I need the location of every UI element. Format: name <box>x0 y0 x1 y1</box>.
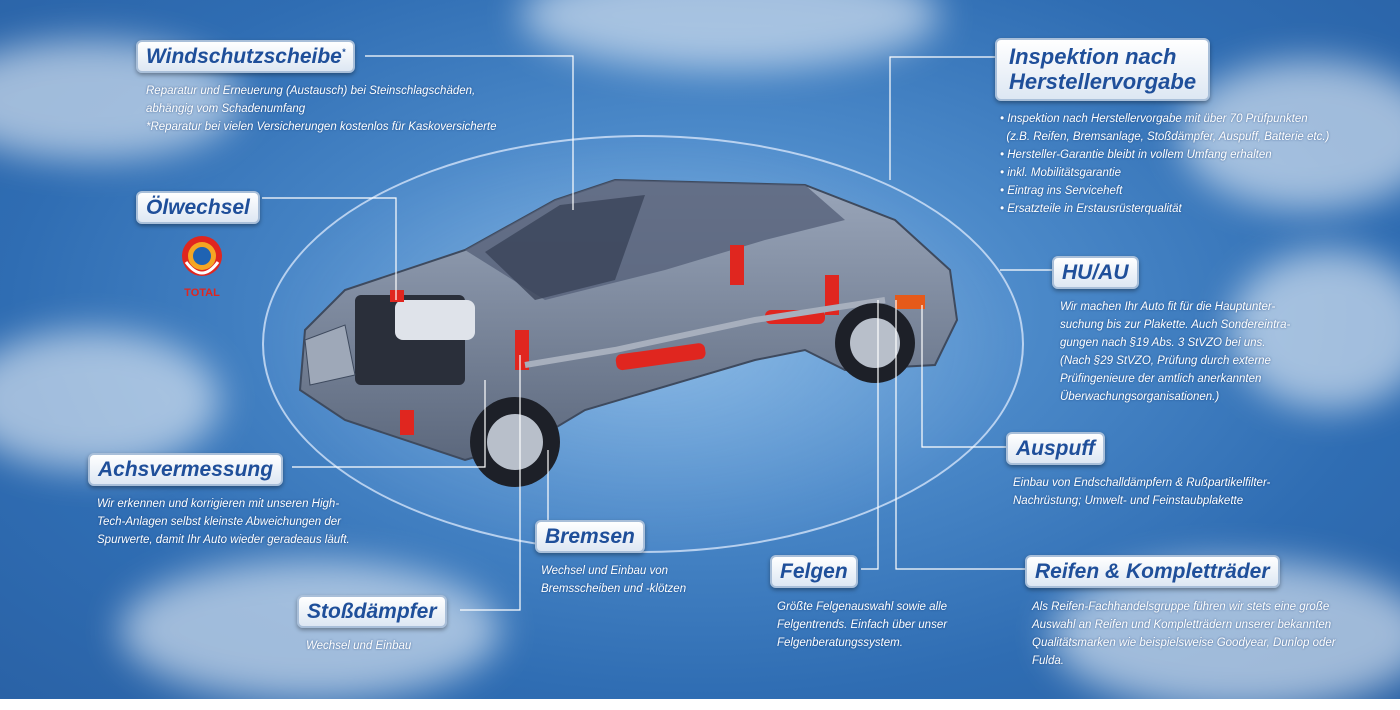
desc-line: (Nach §29 StVZO, Prüfung durch externe <box>1060 355 1271 367</box>
label-title: HU/AU <box>1062 261 1129 284</box>
label-auspuff: Auspuff <box>1006 432 1105 465</box>
desc-line: Reparatur und Erneuerung (Austausch) bei… <box>146 85 476 97</box>
desc-stossdaempfer: Wechsel und Einbau <box>306 637 411 655</box>
desc-line: Überwachungsorganisationen.) <box>1060 391 1220 403</box>
cloud <box>1230 250 1400 410</box>
desc-line: • inkl. Mobilitätsgarantie <box>1000 167 1121 179</box>
desc-line: Bremsscheiben und -klötzen <box>541 583 687 595</box>
label-felgen: Felgen <box>770 555 858 588</box>
desc-line: Als Reifen-Fachhandelsgruppe führen wir … <box>1032 601 1330 613</box>
desc-line: Qualitätsmarken wie beispielsweise Goody… <box>1032 637 1336 649</box>
desc-line: Wechsel und Einbau von <box>541 565 669 577</box>
desc-line: Felgentrends. Einfach über unser <box>777 619 948 631</box>
label-title: Reifen & Kompletträder <box>1035 560 1270 583</box>
desc-line: Tech-Anlagen selbst kleinste Abweichunge… <box>97 516 341 528</box>
label-oelwechsel: Ölwechsel <box>136 191 260 224</box>
label-bremsen: Bremsen <box>535 520 645 553</box>
label-windschutzscheibe: Windschutzscheibe* <box>136 40 356 73</box>
label-title-line: Inspektion nach <box>1009 44 1177 69</box>
desc-hu-au: Wir machen Ihr Auto fit für die Hauptunt… <box>1060 298 1290 406</box>
desc-line: Auswahl an Reifen und Kompletträdern uns… <box>1032 619 1332 631</box>
desc-line: • Inspektion nach Herstellervorgabe mit … <box>1000 113 1308 125</box>
desc-line: Wir machen Ihr Auto fit für die Hauptunt… <box>1060 301 1276 313</box>
desc-line: Wir erkennen und korrigieren mit unseren… <box>97 498 340 510</box>
label-title-line: Herstellervorgabe <box>1009 69 1197 95</box>
label-title: Felgen <box>780 560 848 583</box>
label-title: Stoßdämpfer <box>307 600 437 623</box>
label-title: Ölwechsel <box>146 196 250 219</box>
desc-line: suchung bis zur Plakette. Auch Sonderein… <box>1060 319 1291 331</box>
label-title: Achsvermessung <box>98 458 274 481</box>
total-logo: TOTAL <box>182 236 222 299</box>
desc-line: • Eintrag ins Serviceheft <box>1000 185 1123 197</box>
desc-line: • Ersatzteile in Erstausrüsterqualität <box>1000 203 1182 215</box>
label-title: Bremsen <box>545 525 635 548</box>
label-title: Windschutzscheibe <box>146 45 342 68</box>
label-hu-au: HU/AU <box>1052 256 1139 289</box>
desc-inspektion: • Inspektion nach Herstellervorgabe mit … <box>1000 110 1329 218</box>
desc-line: Wechsel und Einbau <box>306 640 412 652</box>
desc-reifen: Als Reifen-Fachhandelsgruppe führen wir … <box>1032 598 1336 670</box>
desc-windschutzscheibe: Reparatur und Erneuerung (Austausch) bei… <box>146 82 497 136</box>
desc-line: *Reparatur bei vielen Versicherungen kos… <box>146 121 497 133</box>
logo-text: TOTAL <box>184 287 220 299</box>
cloud <box>1180 60 1400 210</box>
desc-line: abhängig vom Schadenumfang <box>146 103 306 115</box>
desc-line: Fulda. <box>1032 655 1064 667</box>
label-inspektion: Inspektion nach Herstellervorgabe <box>995 38 1211 101</box>
desc-line: • Hersteller-Garantie bleibt in vollem U… <box>1000 149 1272 161</box>
desc-bremsen: Wechsel und Einbau von Bremsscheiben und… <box>541 562 686 598</box>
label-title: Auspuff <box>1016 437 1095 460</box>
footnote-marker: * <box>341 47 346 57</box>
desc-line: Prüfingenieure der amtlich anerkannten <box>1060 373 1262 385</box>
label-reifen-kompletraeder: Reifen & Kompletträder <box>1025 555 1280 588</box>
cloud <box>120 560 500 700</box>
desc-achsvermessung: Wir erkennen und korrigieren mit unseren… <box>97 495 350 549</box>
label-stossdaempfer: Stoßdämpfer <box>297 595 447 628</box>
desc-line: Felgenberatungssystem. <box>777 637 903 649</box>
desc-line: Einbau von Endschalldämpfern & Rußpartik… <box>1013 477 1271 489</box>
desc-auspuff: Einbau von Endschalldämpfern & Rußpartik… <box>1013 474 1270 510</box>
desc-line: Größte Felgenauswahl sowie alle <box>777 601 948 613</box>
desc-felgen: Größte Felgenauswahl sowie alle Felgentr… <box>777 598 947 652</box>
desc-line: (z.B. Reifen, Bremsanlage, Stoßdämpfer, … <box>1000 131 1330 143</box>
desc-line: Spurwerte, damit Ihr Auto wieder geradea… <box>97 534 350 546</box>
cloud <box>0 330 220 470</box>
desc-line: Nachrüstung; Umwelt- und Feinstaubplaket… <box>1013 495 1244 507</box>
car-cutaway-illustration <box>298 178 959 487</box>
label-achsvermessung: Achsvermessung <box>88 453 284 486</box>
desc-line: gungen nach §19 Abs. 3 StVZO bei uns. <box>1060 337 1266 349</box>
